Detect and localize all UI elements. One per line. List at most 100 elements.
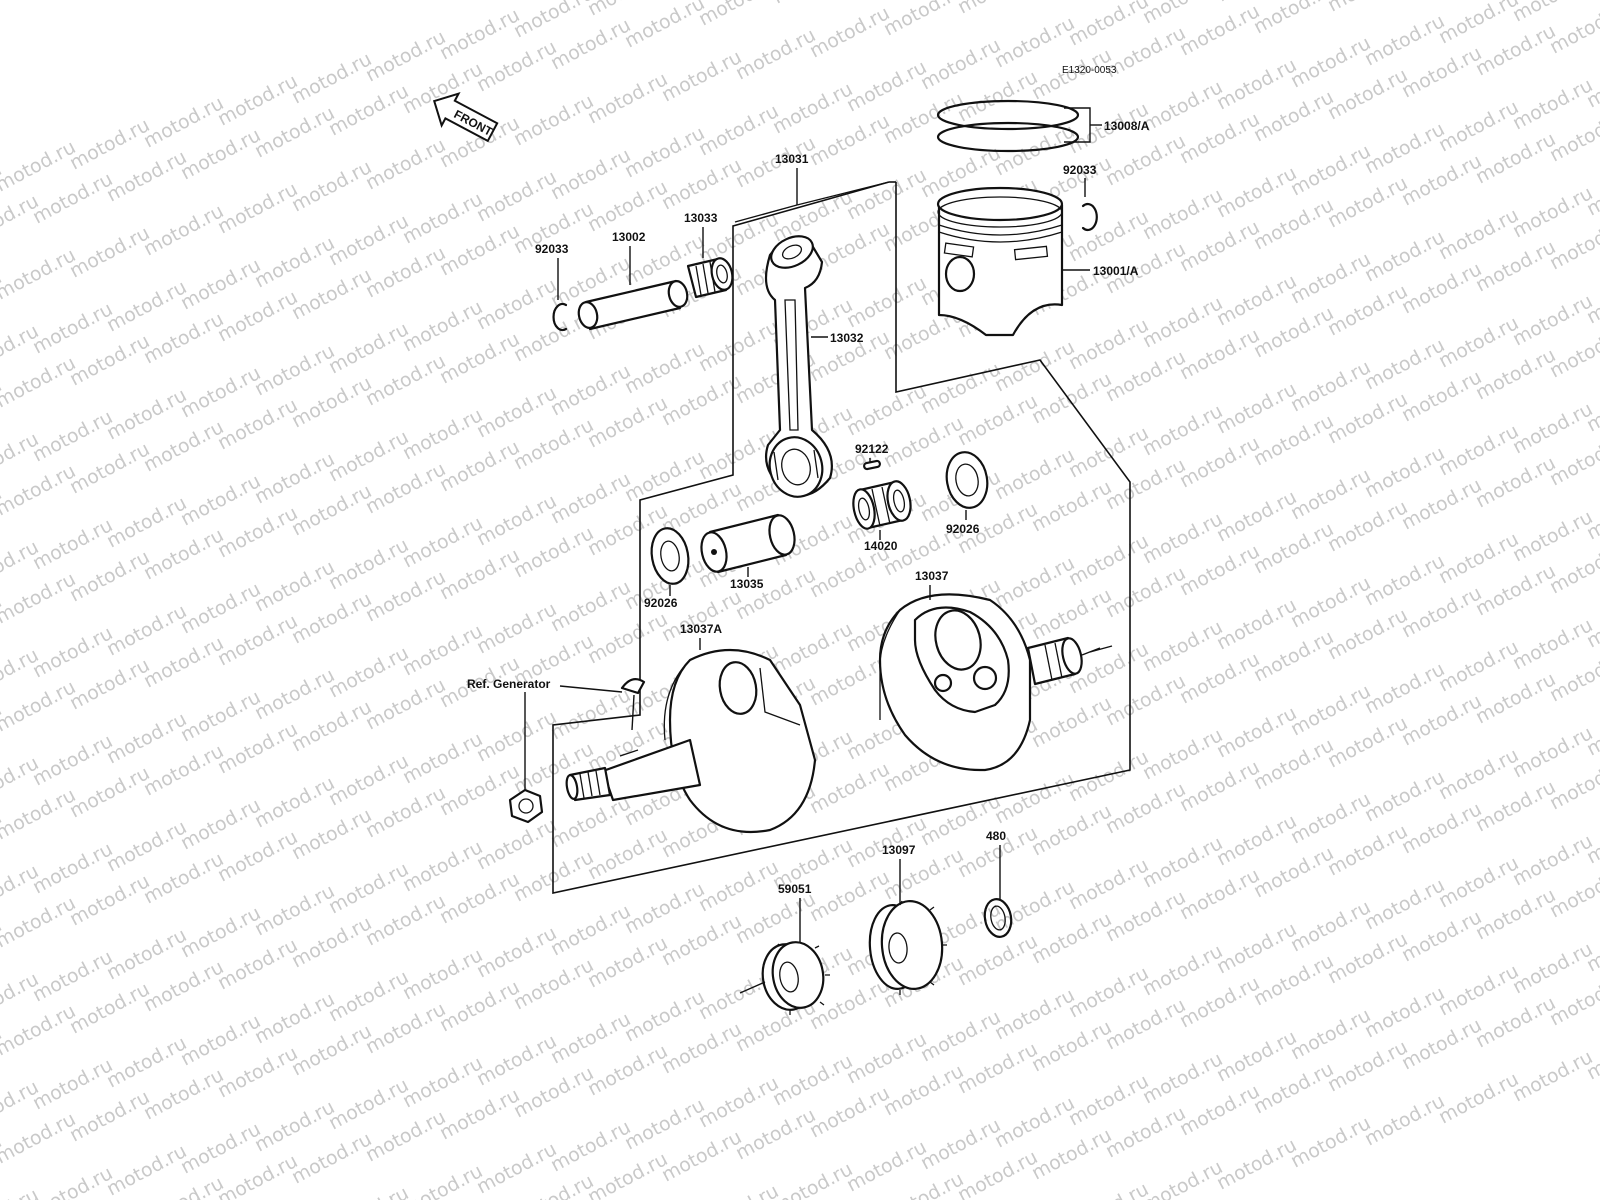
watermark-text: motod.ru	[1287, 572, 1374, 632]
watermark-text: motod.ru	[0, 1184, 42, 1200]
watermark-text: motod.ru	[1509, 506, 1596, 566]
watermark-text: motod.ru	[29, 946, 116, 1006]
label-flywheel-right: 13037	[915, 569, 949, 583]
watermark-text: motod.ru	[1213, 702, 1300, 762]
watermark-text: motod.ru	[1028, 800, 1115, 860]
watermark-text: motod.ru	[1213, 594, 1300, 654]
watermark-text: motod.ru	[732, 888, 819, 948]
watermark-text: motod.ru	[1324, 172, 1411, 232]
watermark-text: motod.ru	[325, 642, 412, 702]
watermark-text: motod.ru	[473, 274, 560, 334]
watermark-text: motod.ru	[66, 762, 153, 822]
watermark-text: motod.ru	[1287, 248, 1374, 308]
snap-ring	[983, 898, 1013, 938]
watermark-text: motod.ru	[658, 1126, 745, 1186]
connecting-rod	[764, 235, 833, 498]
watermark-text: motod.ru	[140, 632, 227, 692]
circlip-right	[1081, 202, 1098, 232]
watermark-text: motod.ru	[843, 1028, 930, 1088]
watermark-text: motod.ru	[1435, 1068, 1522, 1128]
watermark-text: motod.ru	[1287, 680, 1374, 740]
watermark-text: motod.ru	[103, 924, 190, 984]
watermark-text: motod.ru	[1139, 1156, 1226, 1200]
watermark-text: motod.ru	[0, 352, 79, 412]
watermark-text: motod.ru	[547, 684, 634, 744]
watermark-text: motod.ru	[325, 534, 412, 594]
watermark-text: motod.ru	[1176, 108, 1263, 168]
watermark-text: motod.ru	[288, 156, 375, 216]
watermark-text: motod.ru	[954, 1146, 1041, 1200]
watermark-text: motod.ru	[843, 1136, 930, 1196]
watermark-text: motod.ru	[1398, 366, 1485, 426]
watermark-text: motod.ru	[1324, 712, 1411, 772]
watermark-text: motod.ru	[362, 566, 449, 626]
watermark-text: motod.ru	[1398, 1014, 1485, 1074]
watermark-text: motod.ru	[547, 144, 634, 204]
watermark-text: motod.ru	[547, 360, 634, 420]
watermark-text: motod.ru	[1065, 206, 1152, 266]
watermark-text: motod.ru	[362, 26, 449, 86]
watermark-text: motod.ru	[1398, 150, 1485, 210]
watermark-text: motod.ru	[66, 330, 153, 390]
watermark-text: motod.ru	[473, 598, 560, 658]
nut	[508, 788, 544, 824]
watermark-text: motod.ru	[695, 1072, 782, 1132]
watermark-text: motod.ru	[1287, 788, 1374, 848]
watermark-text: motod.ru	[1287, 1004, 1374, 1064]
watermark-text: motod.ru	[1546, 0, 1600, 58]
watermark-text: motod.ru	[436, 544, 523, 604]
watermark-text: motod.ru	[1398, 798, 1485, 858]
watermark-text: motod.ru	[288, 696, 375, 756]
piston-rings	[936, 99, 1080, 153]
watermark-text: motod.ru	[29, 298, 116, 358]
watermark-text: motod.ru	[991, 1092, 1078, 1152]
flywheel-right	[878, 593, 1083, 772]
watermark-text: motod.ru	[1472, 20, 1559, 80]
watermark-text: motod.ru	[1213, 486, 1300, 546]
watermark-text: motod.ru	[1250, 0, 1337, 38]
label-washer-right: 92026	[946, 522, 980, 536]
watermark-text: motod.ru	[288, 912, 375, 972]
watermark-text: motod.ru	[1398, 474, 1485, 534]
watermark-text: motod.ru	[251, 1096, 338, 1156]
watermark-text: motod.ru	[1250, 86, 1337, 146]
watermark-text: motod.ru	[103, 1140, 190, 1200]
watermark-text: motod.ru	[1028, 692, 1115, 752]
watermark-text: motod.ru	[1472, 344, 1559, 404]
watermark-text: motod.ru	[288, 1020, 375, 1080]
watermark-text: motod.ru	[66, 654, 153, 714]
watermark-text: motod.ru	[1065, 1070, 1152, 1130]
watermark-text: motod.ru	[991, 336, 1078, 396]
watermark-text: motod.ru	[399, 188, 486, 248]
watermark-text: motod.ru	[288, 588, 375, 648]
label-gear-small: 59051	[778, 882, 812, 896]
watermark-text: motod.ru	[1065, 746, 1152, 806]
watermark-text: motod.ru	[1398, 258, 1485, 318]
watermark-text: motod.ru	[1324, 388, 1411, 448]
assembly-boundary	[552, 181, 1131, 894]
watermark-text: motod.ru	[991, 552, 1078, 612]
watermark-text: motod.ru	[362, 1106, 449, 1166]
watermark-text: motod.ru	[362, 134, 449, 194]
watermark-text: motod.ru	[880, 88, 967, 148]
watermark-text: motod.ru	[177, 686, 264, 746]
watermark-text: motod.ru	[1472, 776, 1559, 836]
watermark-text: motod.ru	[1213, 270, 1300, 330]
watermark-text: motod.ru	[66, 114, 153, 174]
watermark-text: motod.ru	[510, 954, 597, 1014]
watermark-text: motod.ru	[214, 286, 301, 346]
watermark-text: motod.ru	[1028, 1124, 1115, 1184]
watermark-text: motod.ru	[917, 358, 1004, 418]
watermark-text: motod.ru	[362, 242, 449, 302]
watermark-text: motod.ru	[325, 210, 412, 270]
watermark-text: motod.ru	[1139, 832, 1226, 892]
watermark-text: motod.ru	[1176, 324, 1263, 384]
watermark-text: motod.ru	[1287, 464, 1374, 524]
watermark-text: motod.ru	[0, 136, 79, 196]
watermark-text: motod.ru	[1176, 540, 1263, 600]
small-end-bearing	[686, 257, 734, 299]
watermark-text: motod.ru	[1250, 518, 1337, 578]
watermark-text: motod.ru	[325, 1182, 412, 1200]
circlip-left	[552, 302, 568, 332]
watermark-text: motod.ru	[991, 12, 1078, 72]
